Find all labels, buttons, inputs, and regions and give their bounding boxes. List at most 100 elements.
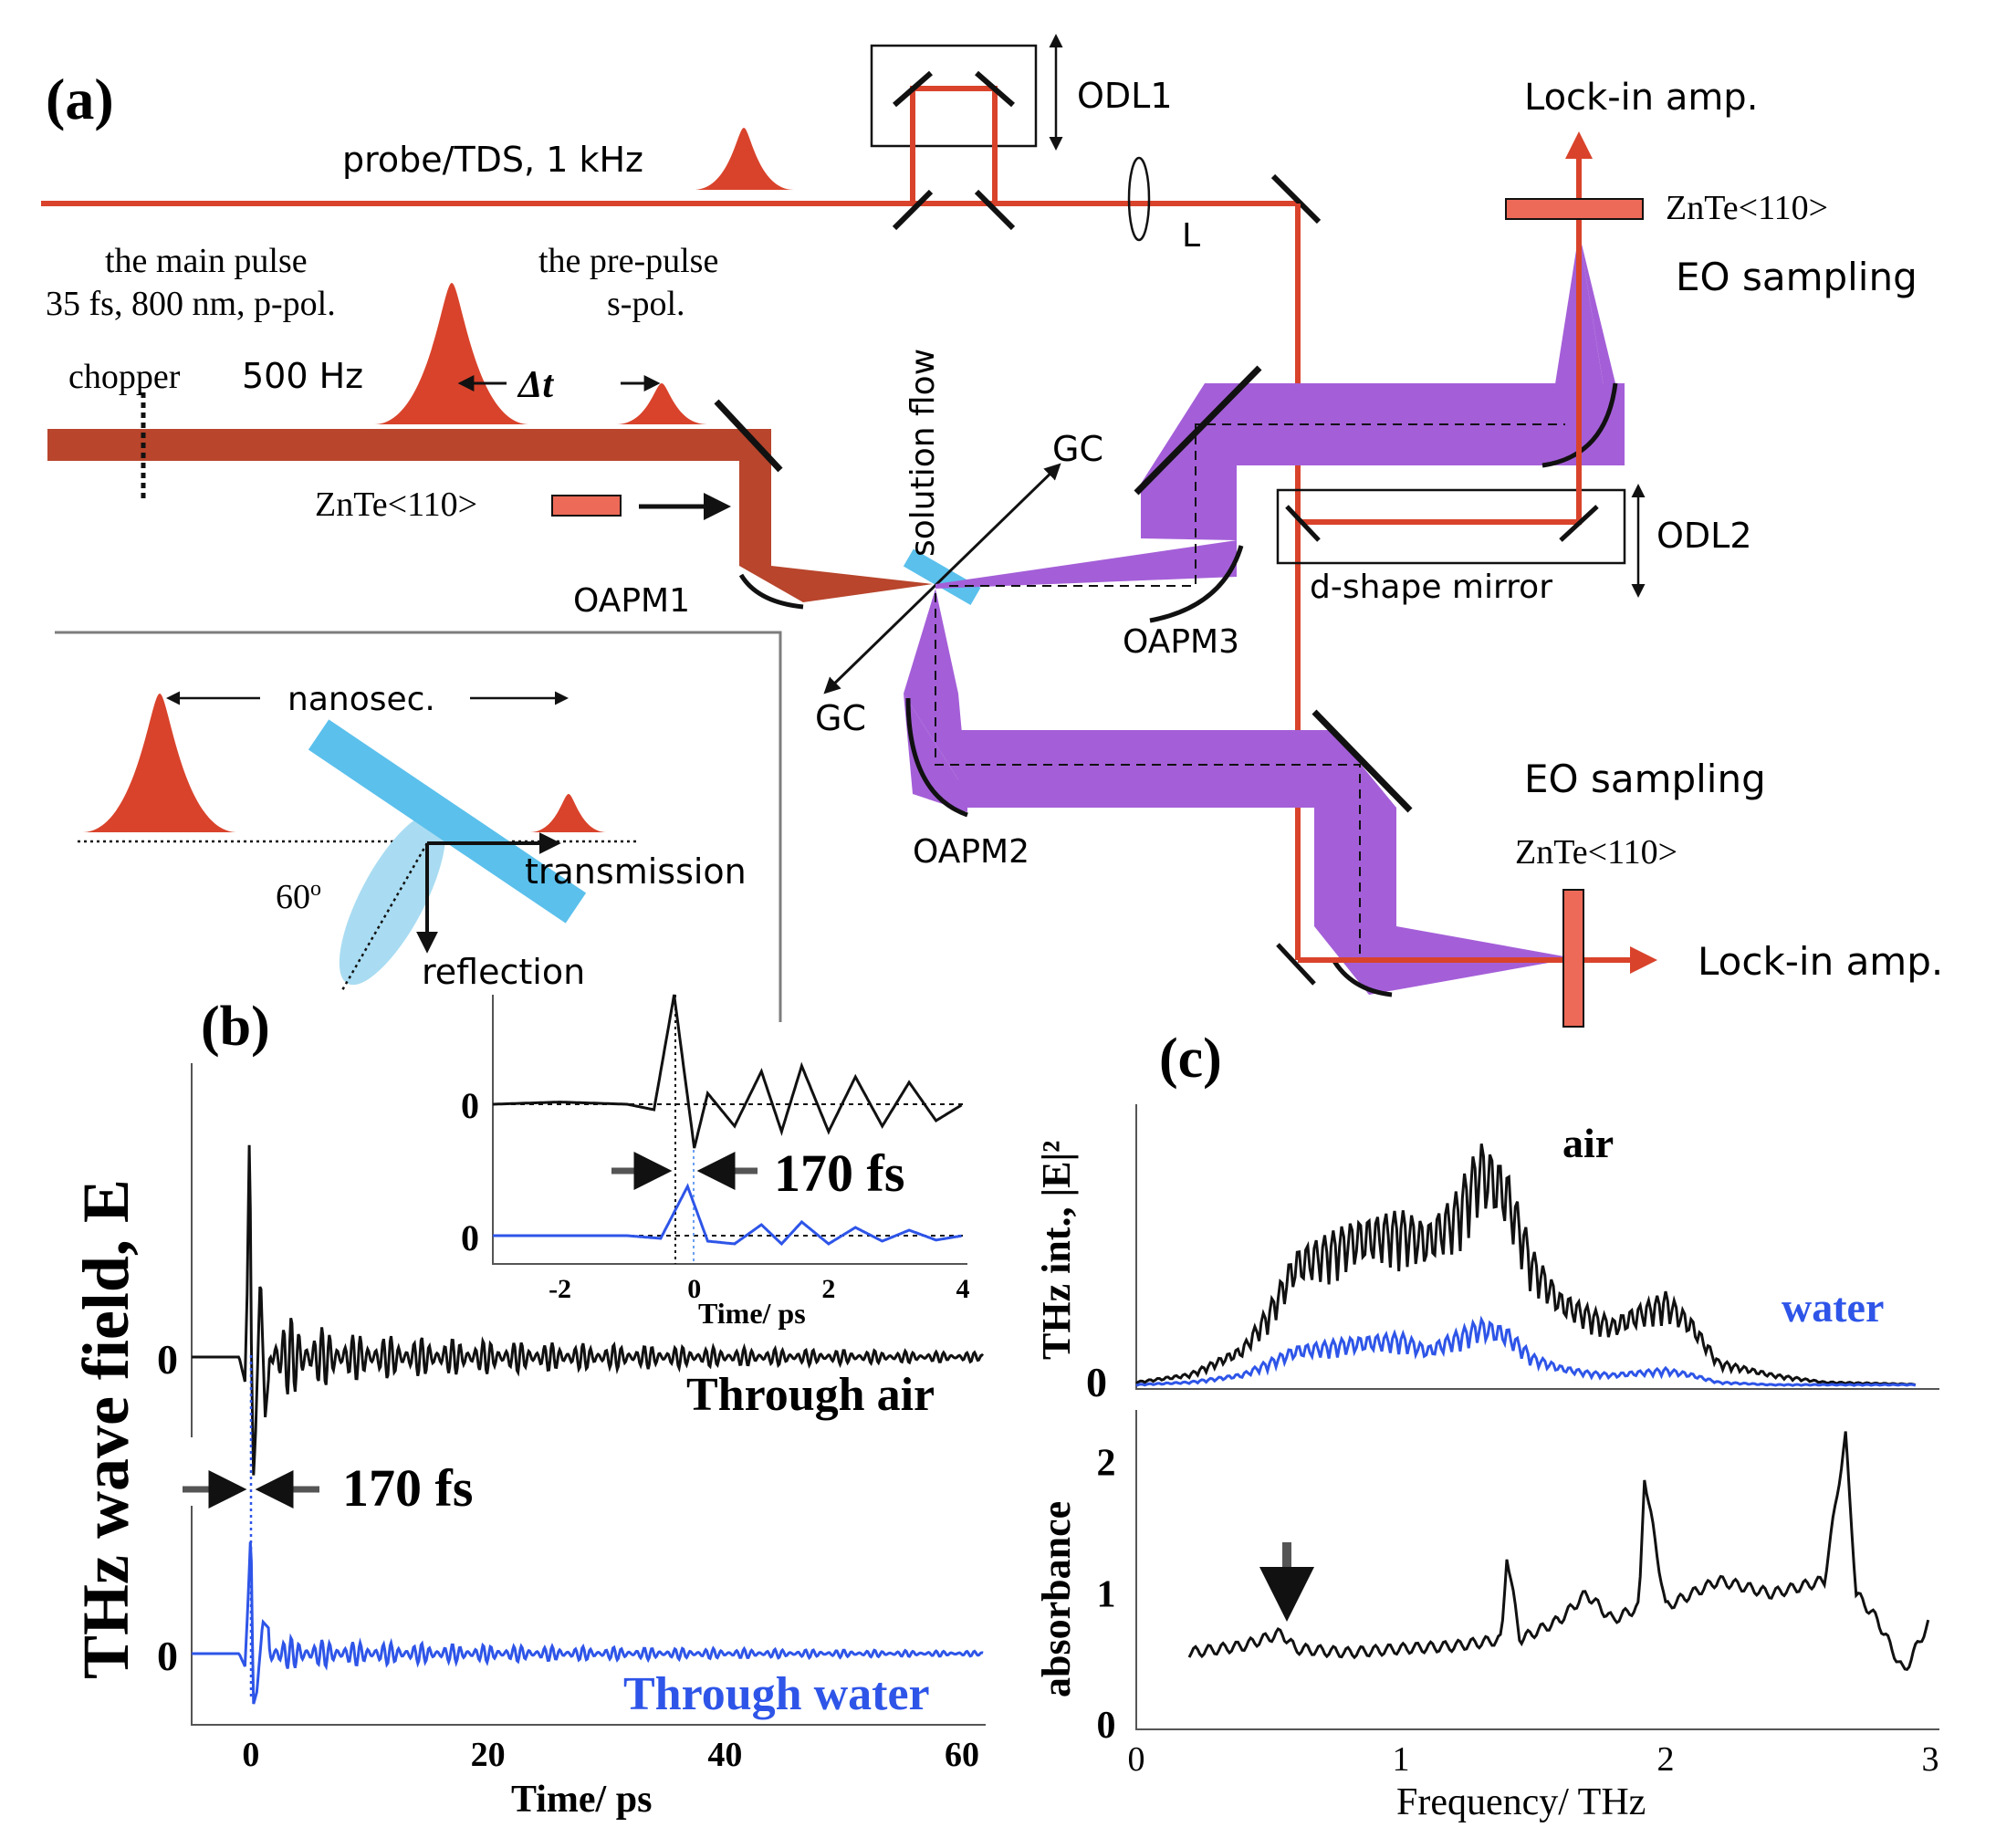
inset-angle-label: 60o	[276, 877, 321, 916]
panel-c-xlabel: Frequency/ THz	[1396, 1781, 1646, 1823]
inset-normal	[340, 842, 429, 991]
main-pulse-line2: 35 fs, 800 nm, p-pol.	[46, 285, 336, 323]
lower-mirror	[1312, 709, 1413, 813]
panel-c-xtick: 3	[1922, 1740, 1939, 1779]
oapm1	[738, 573, 804, 610]
odl2-mirror	[1285, 505, 1321, 542]
main-mirror	[714, 399, 783, 473]
panel-b-xtick: 60	[945, 1736, 979, 1774]
inset-fs-label: 170 fs	[774, 1143, 904, 1203]
inset-pulse-small	[529, 794, 607, 832]
through-air-trace	[192, 1144, 985, 1476]
through-water-label: Through water	[623, 1668, 930, 1720]
lockin-bottom-label: Lock-in amp.	[1698, 939, 1943, 984]
panel-b-ylabel: THz wave field, E	[69, 1179, 142, 1679]
fs-label: 170 fs	[342, 1458, 473, 1518]
odl2-label: ODL2	[1656, 516, 1752, 556]
panel-c-bottom-ylabel: absorbance	[1034, 1501, 1079, 1697]
panel-b-inset-xtick: 4	[956, 1274, 970, 1304]
pre-pulse-shape	[616, 383, 707, 424]
panel-b-xtick: 20	[471, 1736, 506, 1774]
odl2-box	[1276, 488, 1626, 565]
eo-top-label: EO sampling	[1676, 255, 1918, 299]
oapm-bottom-right	[1330, 956, 1393, 997]
panel-c-top-axis	[1135, 1104, 1939, 1390]
panel-b-inset-xlabel: Time/ ps	[698, 1297, 806, 1330]
top-mirror	[1134, 365, 1262, 496]
panel-c-label: (c)	[1159, 1028, 1222, 1090]
inset-water-trace	[493, 1183, 962, 1247]
panel-c-top-ylabel: THz int., |E|²	[1034, 1141, 1079, 1360]
odl1-mirror	[975, 70, 1015, 108]
lockin-top-label: Lock-in amp.	[1524, 77, 1758, 119]
panel-c-xtick: 2	[1657, 1740, 1675, 1779]
oapm-top-right	[1541, 382, 1618, 468]
inset-pulse-big	[82, 694, 237, 832]
thz-beam-to-oapm3	[935, 540, 1237, 589]
znte-top-crystal	[1505, 198, 1644, 220]
inset-nanosec-label: nanosec.	[287, 681, 435, 718]
lens	[1127, 156, 1151, 242]
panel-c-yticks: 012	[1097, 1443, 1116, 1748]
eo-bottom-label: EO sampling	[1524, 757, 1766, 801]
lower-probe-mirror	[1276, 943, 1316, 986]
panel-b-xticks: 0 20 40 60	[242, 1736, 979, 1774]
solution-flow-label: solution flow	[904, 349, 942, 557]
znte-top-label: ZnTe<110>	[1666, 189, 1828, 227]
panel-c-ytick: 0	[1097, 1705, 1116, 1747]
panel-c-water-label: water	[1782, 1284, 1884, 1331]
znte-bottom-crystal	[1562, 889, 1584, 1028]
znte-left-crystal	[551, 495, 622, 517]
panel-c-air-label: air	[1562, 1120, 1614, 1166]
thz-beam-lower-horizontal	[958, 730, 1396, 808]
c-water-trace	[1135, 1315, 1917, 1387]
panel-b-zero-upper: 0	[157, 1336, 178, 1383]
probe-pulse	[694, 128, 794, 190]
panel-a: (a) probe/TDS, 1 kHz ODL1 L the main pul…	[41, 34, 1943, 1028]
odl1-box	[870, 44, 1038, 148]
c-absorbance-trace	[1187, 1431, 1930, 1672]
c-air-trace	[1135, 1143, 1917, 1387]
odl1-label: ODL1	[1077, 76, 1173, 116]
main-beam	[47, 429, 762, 461]
through-air-label: Through air	[686, 1369, 935, 1421]
oapm1-label: OAPM1	[573, 582, 690, 620]
odl1-mirror	[893, 70, 933, 108]
panel-b: (b) THz wave field, E 0 Through air 170 …	[69, 994, 986, 1821]
panel-b-inset-zero-lower: 0	[461, 1217, 479, 1258]
odl1-mirror	[892, 189, 934, 231]
main-pulse-line1: the main pulse	[105, 242, 308, 280]
znte-bottom-label: ZnTe<110>	[1515, 833, 1677, 872]
panel-b-label: (b)	[201, 996, 270, 1058]
gc-top-label: GC	[1052, 429, 1103, 469]
inset-transmission-label: transmission	[525, 851, 747, 892]
delay-label: Δt	[517, 364, 554, 406]
thz-guide-top	[949, 423, 1565, 587]
odl1-mirror	[974, 189, 1016, 231]
pre-pulse-line2: s-pol.	[607, 285, 685, 323]
panel-c-xtick: 1	[1393, 1740, 1410, 1779]
probe-label: probe/TDS, 1 kHz	[342, 140, 643, 180]
main-pulse-shape	[374, 283, 529, 424]
panel-c-top-zero: 0	[1086, 1359, 1107, 1405]
inset-sample	[308, 719, 587, 924]
odl1-path	[910, 86, 998, 204]
panel-b-xtick: 0	[242, 1736, 259, 1774]
inset-air-trace	[493, 994, 963, 1149]
thz-beam-top-horizontal	[1141, 383, 1625, 484]
panel-b-lower-axis	[191, 1506, 986, 1726]
panel-b-xtick: 40	[707, 1736, 742, 1774]
panel-b-inset-xtick: -2	[549, 1274, 571, 1304]
lens-label: L	[1182, 217, 1200, 255]
gc-bottom-label: GC	[815, 698, 866, 738]
dshape-label: d-shape mirror	[1310, 569, 1552, 606]
znte-left-label: ZnTe<110>	[315, 485, 477, 524]
oapm2-label: OAPM2	[913, 833, 1029, 871]
probe-mirror	[1270, 173, 1322, 224]
